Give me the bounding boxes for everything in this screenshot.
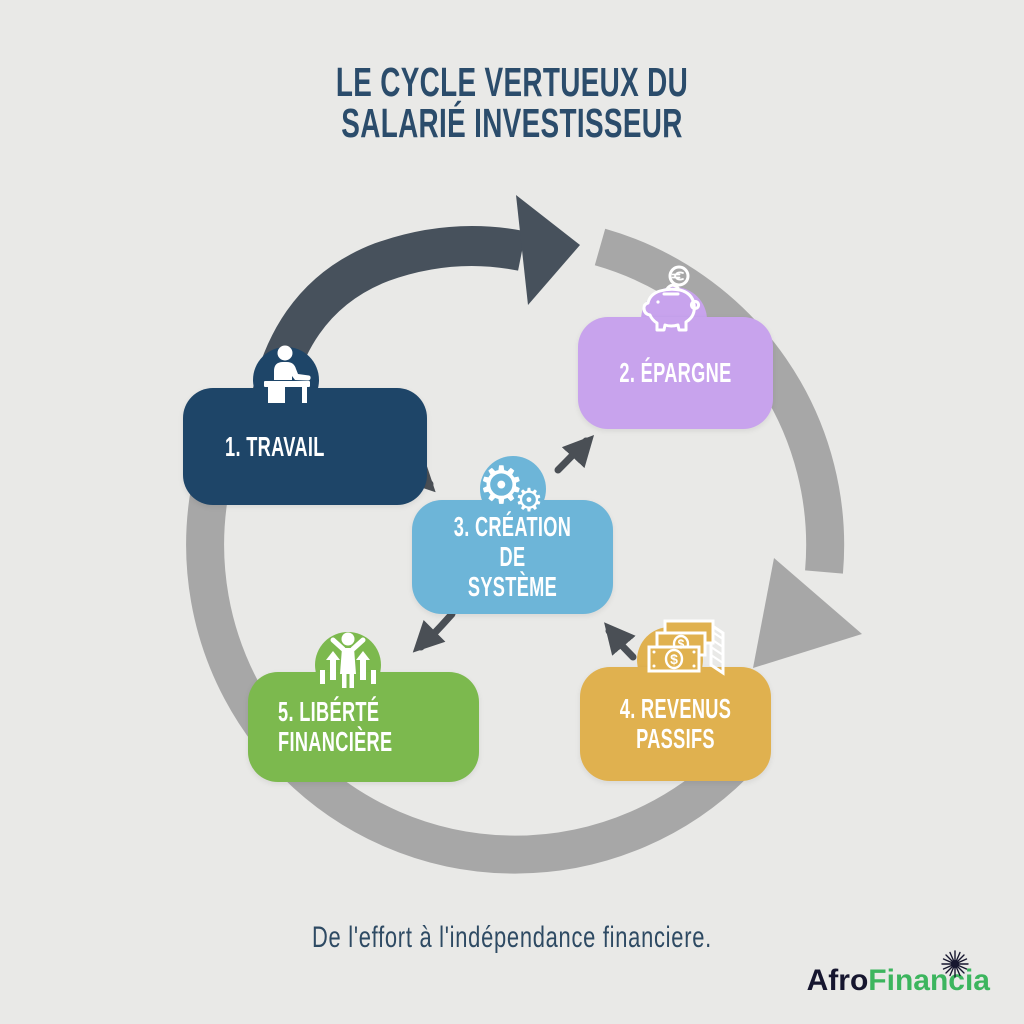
arrow-systeme-to-liberte [412, 610, 456, 653]
step-3-label-line-2: SYSTÈME [467, 570, 558, 602]
step-5-label-line-1: 5. LIBÉRTÉ [278, 696, 380, 728]
sparkle-icon [941, 950, 969, 978]
step-3-systeme-box: 3. CRÉATION DE SYSTÈME [412, 500, 613, 614]
piggy-bank-euro-icon [642, 265, 701, 332]
worker-at-desk-icon [264, 345, 311, 403]
logo-part-afro: Afro [806, 964, 869, 997]
step-4-revenus-box: 4. REVENUS PASSIFS [580, 667, 771, 781]
ring-arrowhead-gray [753, 558, 862, 668]
svg-text:$: $ [678, 637, 685, 651]
svg-text:$: $ [670, 651, 678, 667]
gears-icon: ⚙⚙ [478, 460, 543, 516]
title-line-2: SALARIÉ INVESTISSEUR [341, 100, 683, 146]
footer-tagline: De l'effort à l'indépendance financiere. [0, 921, 1024, 955]
step-5-label-line-2: FINANCIÈRE [278, 726, 393, 757]
step-2-label: 2. ÉPARGNE [619, 357, 732, 389]
step-4-label-line-2: PASSIFS [636, 723, 715, 754]
footer-tagline-text: De l'effort à l'indépendance financiere. [312, 921, 712, 954]
step-1-label: 1. TRAVAIL [225, 430, 325, 462]
ring-arc-bottom [282, 750, 748, 874]
gear-small-glyph: ⚙ [514, 482, 544, 518]
cycle-arrowhead-dark [516, 195, 580, 305]
step-3-label: 3. CRÉATION DE SYSTÈME [447, 512, 578, 601]
title-line-1: LE CYCLE VERTUEUX DU [335, 59, 689, 105]
step-4-label-line-1: 4. REVENUS [619, 693, 732, 725]
brand-logo: AfroFinancia [806, 950, 990, 998]
arrow-systeme-to-epargne [554, 435, 595, 474]
step-3-label-line-1: 3. CRÉATION DE [453, 511, 572, 573]
step-1-travail-box: 1. TRAVAIL [183, 388, 427, 505]
logo-part-financia: Financia [868, 964, 990, 997]
step-5-label: 5. LIBÉRTÉ FINANCIÈRE [278, 697, 409, 756]
step-5-liberte-box: 5. LIBÉRTÉ FINANCIÈRE [248, 672, 479, 782]
page-title: LE CYCLE VERTUEUX DU SALARIÉ INVESTISSEU… [0, 62, 1024, 144]
step-4-label: 4. REVENUS PASSIFS [613, 694, 737, 753]
money-bills-icon: $ $ [647, 619, 725, 676]
arrow-revenus-to-systeme [604, 622, 637, 661]
raised-arms-growth-icon [320, 632, 376, 688]
step-2-epargne-box: 2. ÉPARGNE [578, 317, 773, 429]
gear-large-glyph: ⚙ [478, 457, 525, 515]
